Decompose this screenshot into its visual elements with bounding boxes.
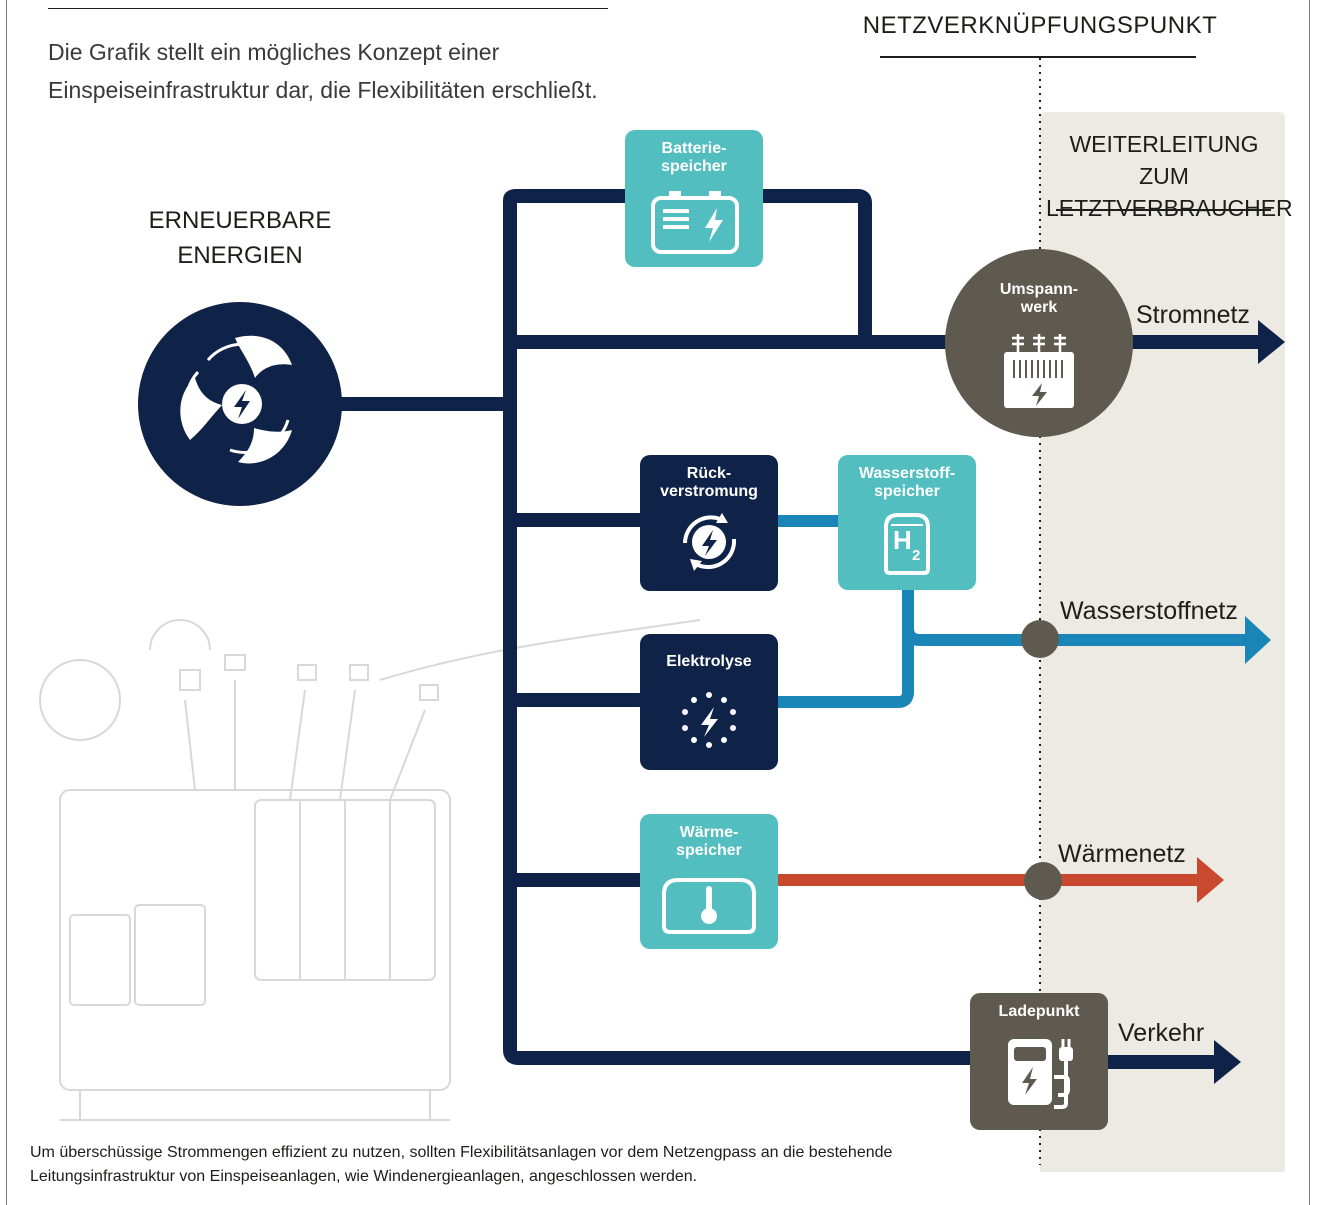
batteriespeicher-label: Batterie- speicher	[661, 140, 727, 175]
rueckverstromung-box: Rück- verstromung	[640, 455, 778, 591]
stromnetz-arrow	[1258, 320, 1285, 364]
frame-border-left	[6, 0, 7, 1205]
elektrolyse-label: Elektrolyse	[666, 653, 752, 670]
waermenetz-label: Wärmenetz	[1058, 840, 1186, 868]
h2-subscript: 2	[912, 547, 921, 564]
frame-border-right	[1309, 0, 1310, 1205]
verkehr-label: Verkehr	[1118, 1019, 1205, 1047]
erneuerbare-energien-icon	[138, 302, 342, 506]
substation-icon	[1004, 334, 1074, 408]
wasserstoff-connection-dot	[1021, 620, 1059, 658]
hydrogen-tank-icon	[884, 513, 930, 575]
hydrogen-lines	[775, 515, 1250, 708]
heat-storage-icon	[662, 878, 756, 934]
waermespeicher-label: Wärme- speicher	[676, 824, 742, 859]
rueckverstromung-label: Rück- verstromung	[660, 465, 758, 500]
elektrolyse-box: Elektrolyse	[640, 634, 778, 770]
wasserstoffnetz-label: Wasserstoffnetz	[1060, 597, 1238, 625]
netzverknuepfungspunkt-title: NETZVERKNÜPFUNGSPUNKT	[862, 12, 1218, 39]
electrolysis-icon	[682, 692, 736, 748]
verkehr-arrow	[1214, 1040, 1241, 1084]
ladepunkt-label: Ladepunkt	[998, 1003, 1080, 1020]
weiterleitung-title: WEITERLEITUNG ZUM LETZTVERBRAUCHER	[1046, 131, 1293, 221]
ladepunkt-box: Ladepunkt	[970, 993, 1108, 1130]
wasserstoffnetz-arrow	[1245, 616, 1271, 664]
waerme-connection-dot	[1024, 862, 1062, 900]
waermespeicher-box: Wärme- speicher	[640, 814, 778, 949]
wasserstoffspeicher-box: Wasserstoff- speicher H 2	[838, 455, 976, 590]
top-rule	[48, 8, 608, 9]
transformer-illustration	[39, 619, 701, 1121]
weiterleitung-rule	[1056, 209, 1271, 211]
erneuerbare-energien-title: ERNEUERBARE ENERGIEN	[148, 207, 332, 269]
intro-text: Die Grafik stellt ein mögliches Konzept …	[48, 39, 598, 103]
umspannwerk-label: Umspann- werk	[999, 281, 1079, 316]
netzverknuepfungspunkt-rule	[880, 56, 1196, 58]
stromnetz-label: Stromnetz	[1136, 301, 1250, 329]
batteriespeicher-box: Batterie- speicher	[625, 130, 763, 267]
charging-station-icon	[1008, 1039, 1073, 1109]
h2-symbol: H	[893, 525, 912, 555]
footer-text: Um überschüssige Strommengen effizient z…	[30, 1144, 893, 1185]
wasserstoffspeicher-label: Wasserstoff- speicher	[858, 465, 956, 500]
reconversion-icon	[683, 513, 737, 571]
battery-icon	[651, 191, 739, 254]
waermenetz-arrow	[1197, 857, 1224, 903]
